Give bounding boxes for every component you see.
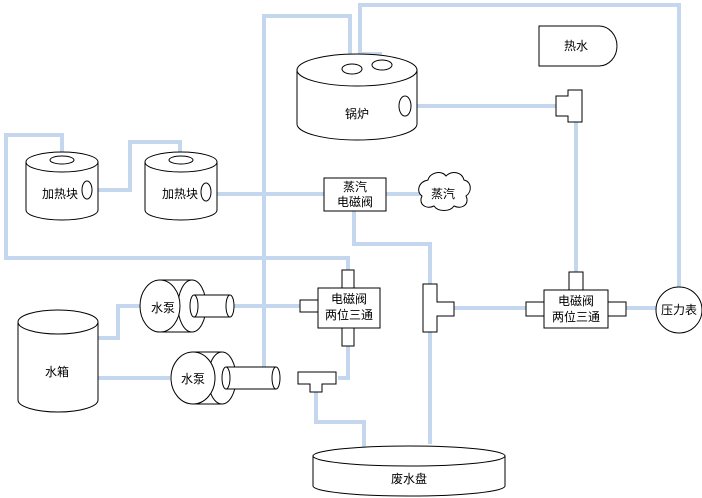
hot-water-tank: 热水 <box>538 25 618 67</box>
right-3way-valve: 电磁阀 两位三通 <box>525 271 627 329</box>
boiler-port-left <box>341 63 363 75</box>
pipe-heater-loop <box>4 133 350 270</box>
water-tank-label: 水箱 <box>45 364 69 379</box>
waste-tray-label: 废水盘 <box>391 471 427 486</box>
heater-1-port <box>81 180 93 200</box>
pump-2-label: 水泵 <box>181 372 205 386</box>
left-valve-label-2: 两位三通 <box>325 307 373 322</box>
heater-1-label: 加热块 <box>42 187 78 201</box>
pressure-gauge: 压力表 <box>655 286 702 334</box>
left-valve-label-1: 电磁阀 <box>331 291 367 306</box>
heater-2-port <box>200 182 212 202</box>
steam-valve-label-2: 电磁阀 <box>337 194 373 209</box>
heater-2: 加热块 <box>144 151 218 221</box>
boiler-side-port <box>398 95 412 117</box>
steam-cloud-label: 蒸汽 <box>431 186 455 201</box>
steam-valve-label-1: 蒸汽 <box>343 179 367 194</box>
hot-water-label: 热水 <box>564 39 588 53</box>
pipe-tank-to-pump1 <box>98 304 140 340</box>
pipe-left-valve-down <box>338 346 350 380</box>
pipe-steam-valve-down <box>352 211 432 288</box>
waste-water-tray: 废水盘 <box>312 445 506 497</box>
heater-1: 加热块 <box>25 151 99 221</box>
heater-2-label: 加热块 <box>162 187 198 201</box>
pipe-heater-link <box>95 140 182 192</box>
tee-fitting-top <box>555 89 583 123</box>
left-3way-valve: 电磁阀 两位三通 <box>299 269 381 347</box>
pipe-boiler-left-main <box>262 14 352 262</box>
right-valve-label-1: 电磁阀 <box>558 293 594 308</box>
pump-1: 水泵 <box>139 279 235 333</box>
boiler-label: 锅炉 <box>345 106 369 121</box>
water-tank: 水箱 <box>17 309 99 413</box>
pipe-small-tee-to-waste <box>314 392 366 447</box>
boiler: 锅炉 <box>296 53 418 141</box>
pipes <box>4 3 681 447</box>
pump-2: 水泵 <box>170 351 281 405</box>
pump-1-label: 水泵 <box>151 301 175 315</box>
right-valve-label-2: 两位三通 <box>552 309 600 324</box>
pressure-gauge-label: 压力表 <box>661 303 697 317</box>
tee-fitting-middle <box>422 283 455 333</box>
boiler-port-right <box>371 59 393 71</box>
steam-cloud: 蒸汽 <box>418 172 471 211</box>
tee-fitting-bottom <box>297 371 337 393</box>
steam-solenoid-valve: 蒸汽 电磁阀 <box>323 177 387 212</box>
